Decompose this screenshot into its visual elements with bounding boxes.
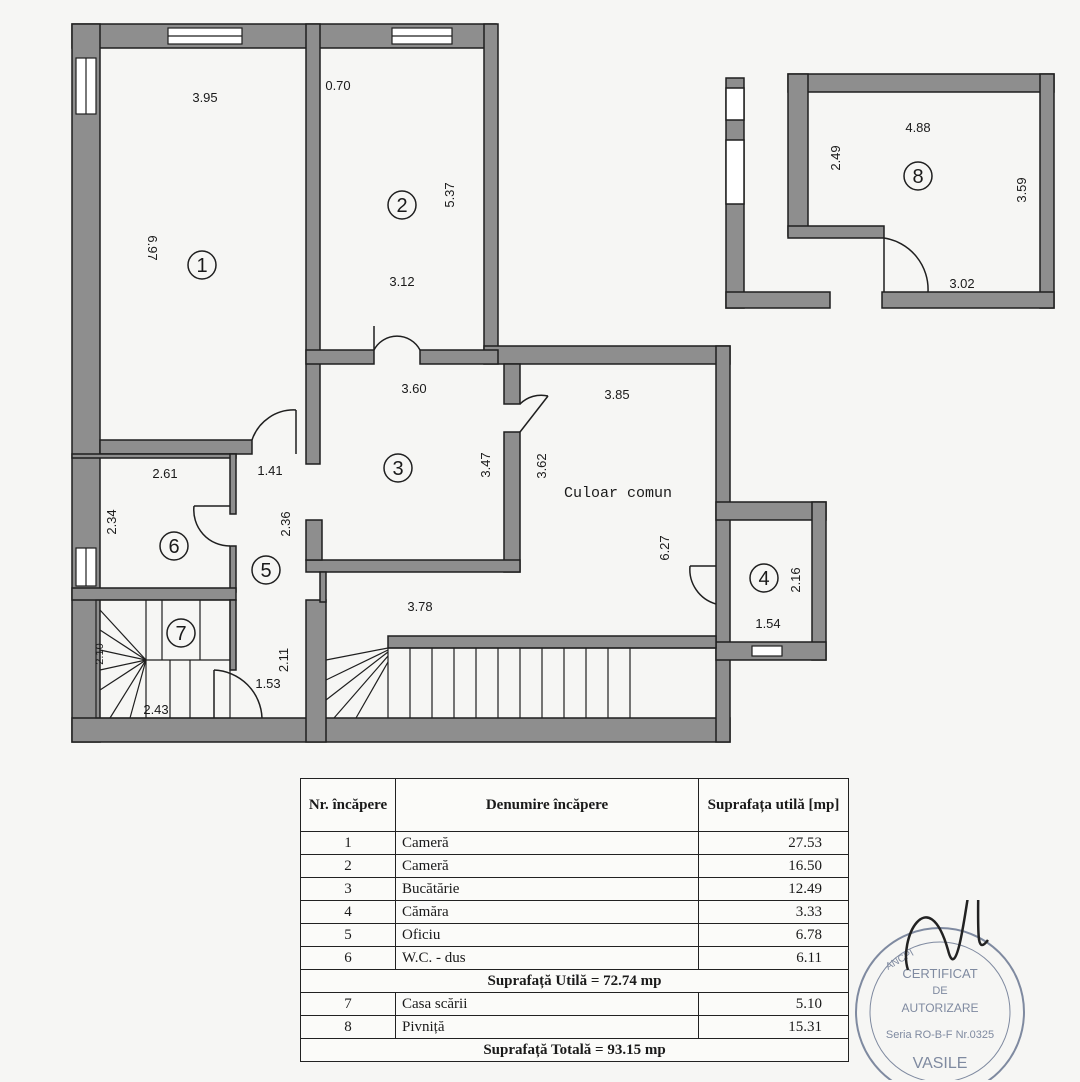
dim-r8-right: 3.59 — [1014, 177, 1029, 202]
stamp-line-3: AUTORIZARE — [901, 1001, 978, 1015]
dim-r5-lower: 2.11 — [276, 648, 291, 672]
cell-area: 6.11 — [698, 946, 849, 970]
cell-nr: 1 — [300, 831, 396, 855]
room-number-7: 7 — [175, 623, 186, 645]
table-row: 3 Bucătărie 12.49 — [300, 877, 849, 901]
dim-r2-bottom: 3.12 — [389, 274, 414, 289]
windows — [75, 27, 783, 657]
cell-nr: 6 — [300, 946, 396, 970]
header-denumire: Denumire încăpere — [395, 778, 699, 832]
table-row: 5 Oficiu 6.78 — [300, 923, 849, 947]
dim-r3-top: 3.60 — [401, 381, 426, 396]
cell-name: Oficiu — [395, 923, 699, 947]
dim-r7-height: 2.10 — [94, 643, 106, 664]
dim-r4-height: 2.16 — [788, 567, 803, 592]
table-row: 7 Casa scării 5.10 — [300, 992, 849, 1016]
stairs-room-7 — [95, 599, 231, 719]
basement-door — [883, 237, 929, 293]
cell-area: 16.50 — [698, 854, 849, 878]
header-nr: Nr. încăpere — [300, 778, 396, 832]
basement-walls — [725, 73, 1055, 309]
room-number-4: 4 — [758, 568, 769, 590]
cell-nr: 3 — [300, 877, 396, 901]
room-number-8: 8 — [912, 166, 923, 188]
cell-name: Cameră — [395, 854, 699, 878]
stamp-line-1: CERTIFICAT — [902, 966, 977, 981]
room-number-6: 6 — [168, 536, 179, 558]
table-row: 8 Pivniță 15.31 — [300, 1015, 849, 1039]
dim-culoar-right: 6.27 — [657, 535, 672, 560]
main-stairs — [325, 647, 716, 719]
stamp-line-2: DE — [932, 985, 947, 997]
dim-culoar-bottom: 3.78 — [407, 599, 432, 614]
table-row: 2 Cameră 16.50 — [300, 854, 849, 878]
cell-name: Cămăra — [395, 900, 699, 924]
dim-r8-height: 2.49 — [828, 145, 843, 170]
cell-nr: 5 — [300, 923, 396, 947]
subtotal-row: Suprafață Utilă = 72.74 mp — [300, 969, 849, 993]
cell-nr: 2 — [300, 854, 396, 878]
dim-r6-height: 2.34 — [104, 509, 119, 534]
subtotal-cell: Suprafață Utilă = 72.74 mp — [300, 969, 849, 993]
dim-r7-width: 2.43 — [143, 702, 168, 717]
signature-mark — [904, 900, 989, 971]
dim-r5-width: 1.53 — [255, 676, 280, 691]
dim-culoar-top: 3.85 — [604, 387, 629, 402]
room-numbers: 1 2 3 4 5 6 7 8 — [168, 166, 923, 645]
area-table: Nr. încăpere Denumire încăpere Suprafața… — [300, 778, 849, 1062]
cell-nr: 4 — [300, 900, 396, 924]
cell-area: 27.53 — [698, 831, 849, 855]
dim-r5-height: 2.36 — [278, 511, 293, 536]
table-row: 4 Cămăra 3.33 — [300, 900, 849, 924]
table-header-row: Nr. încăpere Denumire încăpere Suprafața… — [300, 778, 849, 832]
cell-name: Pivniță — [395, 1015, 699, 1039]
cell-name: Casa scării — [395, 992, 699, 1016]
cell-area: 6.78 — [698, 923, 849, 947]
room-number-2: 2 — [396, 195, 407, 217]
dim-r1-height: 6.97 — [145, 235, 160, 260]
dim-r3-height: 3.47 — [478, 452, 493, 477]
dim-r8-width: 4.88 — [905, 120, 930, 135]
stamp-line-5: VASILE — [913, 1055, 968, 1072]
dim-culoar-left: 3.62 — [534, 453, 549, 478]
room-markers — [159, 161, 933, 648]
dim-r1-width: 3.95 — [192, 90, 217, 105]
cell-name: Bucătărie — [395, 877, 699, 901]
table-row: 6 W.C. - dus 6.11 — [300, 946, 849, 970]
stamp-line-4: Seria RO-B-F Nr.0325 — [886, 1029, 994, 1041]
cell-nr: 7 — [300, 992, 396, 1016]
dim-r5-top: 1.41 — [257, 463, 282, 478]
total-row: Suprafață Totală = 93.15 mp — [300, 1038, 849, 1062]
dim-r6-width: 2.61 — [152, 466, 177, 481]
header-suprafata: Suprafața utilă [mp] — [698, 778, 849, 832]
dimension-labels: 3.95 6.97 0.70 5.37 3.12 3.60 3.47 3.85 … — [94, 78, 1029, 717]
cell-name: Cameră — [395, 831, 699, 855]
cell-area: 12.49 — [698, 877, 849, 901]
cell-name: W.C. - dus — [395, 946, 699, 970]
dim-r2-height: 5.37 — [442, 182, 457, 207]
total-cell: Suprafață Totală = 93.15 mp — [300, 1038, 849, 1062]
cell-nr: 8 — [300, 1015, 396, 1039]
doors — [193, 326, 717, 719]
table-row: 1 Cameră 27.53 — [300, 831, 849, 855]
dim-r4-width: 1.54 — [755, 616, 780, 631]
cell-area: 5.10 — [698, 992, 849, 1016]
room-number-5: 5 — [260, 560, 271, 582]
corridor-label: Culoar comun — [564, 485, 672, 502]
dim-r2-top: 0.70 — [325, 78, 350, 93]
cell-area: 3.33 — [698, 900, 849, 924]
main-walls — [71, 23, 827, 743]
room-number-1: 1 — [196, 255, 207, 277]
cell-area: 15.31 — [698, 1015, 849, 1039]
room-number-3: 3 — [392, 458, 403, 480]
authorization-stamp: ANCPI CERTIFICAT DE AUTORIZARE Seria RO-… — [855, 900, 1025, 1080]
dim-r8-bottom: 3.02 — [949, 276, 974, 291]
